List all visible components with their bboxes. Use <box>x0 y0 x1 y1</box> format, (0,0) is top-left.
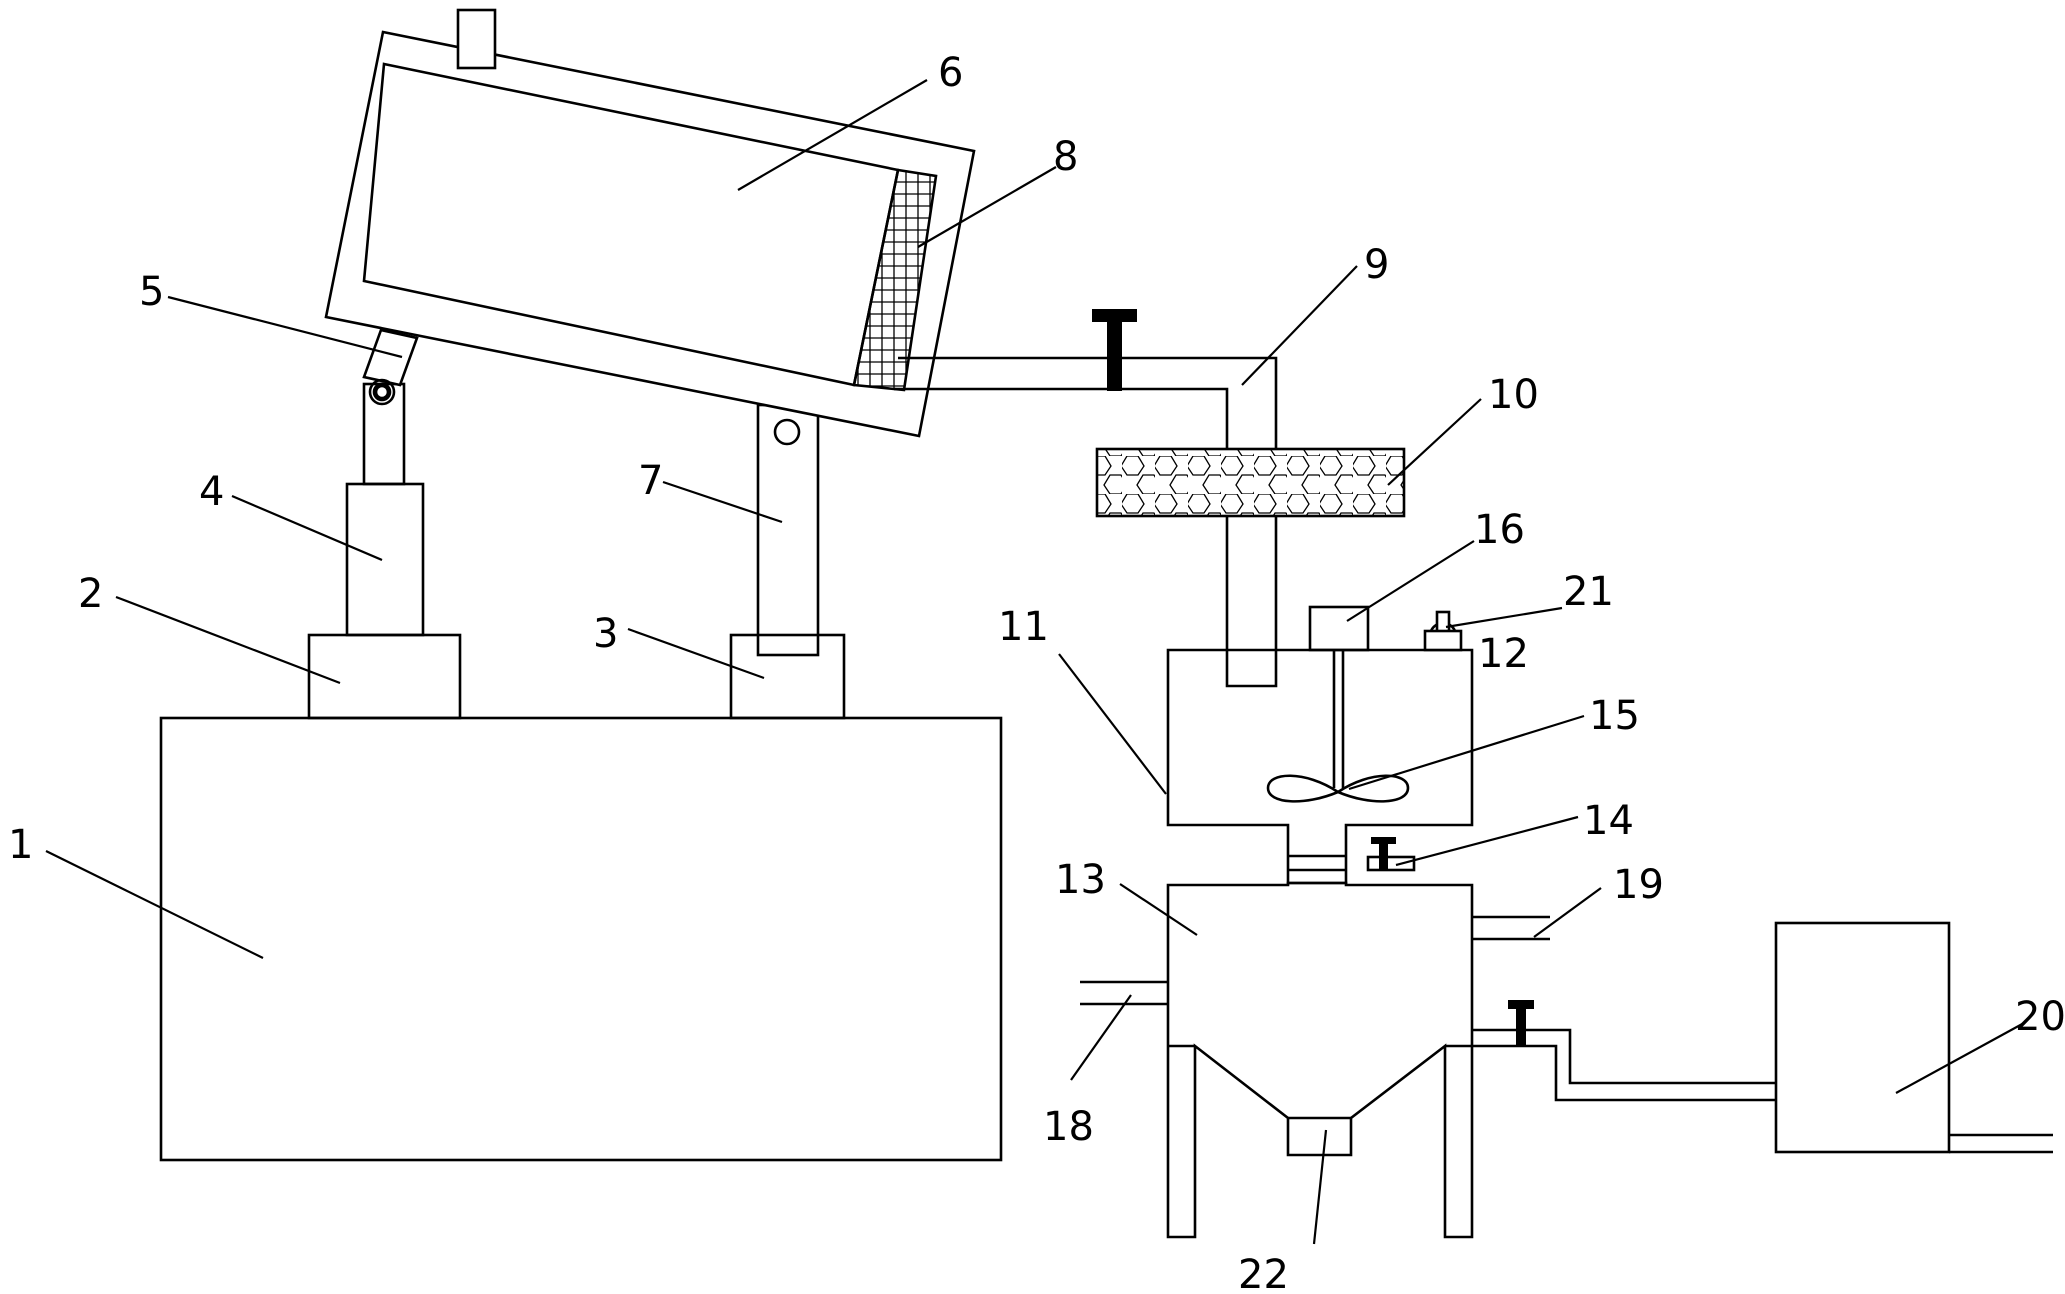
stirring-blade-left <box>1266 774 1341 803</box>
side-valve-stem <box>1379 841 1388 870</box>
outlet-pipe-inner <box>894 387 1229 449</box>
label-10: 10 <box>1488 372 1539 418</box>
label-6: 6 <box>938 50 963 96</box>
label-2: 2 <box>78 571 103 617</box>
mixing-tank <box>1166 648 1474 885</box>
label-1: 1 <box>8 822 33 868</box>
label-16: 16 <box>1474 507 1525 553</box>
connecting-link <box>362 328 419 387</box>
honeycomb-filter <box>1095 447 1406 518</box>
label-9: 9 <box>1364 242 1389 288</box>
post-pivot <box>773 418 801 446</box>
label-20: 20 <box>2015 994 2065 1040</box>
left-support-block <box>307 633 462 720</box>
label-7: 7 <box>638 458 663 504</box>
link-pivot <box>368 378 396 406</box>
drain-pipe-inner <box>1472 1044 1776 1102</box>
leader-lines <box>45 79 2025 1245</box>
filter-outlet-pipe <box>1225 516 1278 688</box>
motor <box>1308 605 1370 652</box>
vent-valve-body <box>1423 629 1463 652</box>
label-21: 21 <box>1563 569 1614 615</box>
drain-valve-stem <box>1516 1004 1526 1046</box>
side-valve-body <box>1366 855 1416 872</box>
drum-top-port <box>456 8 497 70</box>
label-11: 11 <box>998 604 1049 650</box>
label-14: 14 <box>1583 798 1634 844</box>
label-18: 18 <box>1043 1104 1094 1150</box>
outlet-pipe-outer <box>898 356 1278 449</box>
honeycomb-filter-fill <box>1097 449 1404 516</box>
label-22: 22 <box>1238 1252 1289 1294</box>
side-valve-handle <box>1371 837 1396 844</box>
right-support-block <box>729 633 846 720</box>
collecting-tank <box>1774 921 1951 1154</box>
base-cabinet <box>159 716 1003 1162</box>
label-4: 4 <box>199 469 224 515</box>
link-pivot-center <box>374 384 390 400</box>
label-12: 12 <box>1478 631 1529 677</box>
hydraulic-cylinder <box>345 482 425 637</box>
stirring-blade-right <box>1335 774 1410 803</box>
label-15: 15 <box>1589 693 1640 739</box>
cylinder-pivot <box>372 382 392 402</box>
pipe-valve-handle <box>1092 309 1137 322</box>
label-8: 8 <box>1053 134 1078 180</box>
label-3: 3 <box>593 611 618 657</box>
label-19: 19 <box>1613 862 1664 908</box>
support-post <box>756 403 820 657</box>
label-5: 5 <box>139 269 164 315</box>
drain-valve-handle <box>1508 1000 1534 1009</box>
pipe-valve-stem <box>1107 315 1122 391</box>
drum-outer-shell <box>324 30 976 438</box>
label-13: 13 <box>1055 857 1106 903</box>
